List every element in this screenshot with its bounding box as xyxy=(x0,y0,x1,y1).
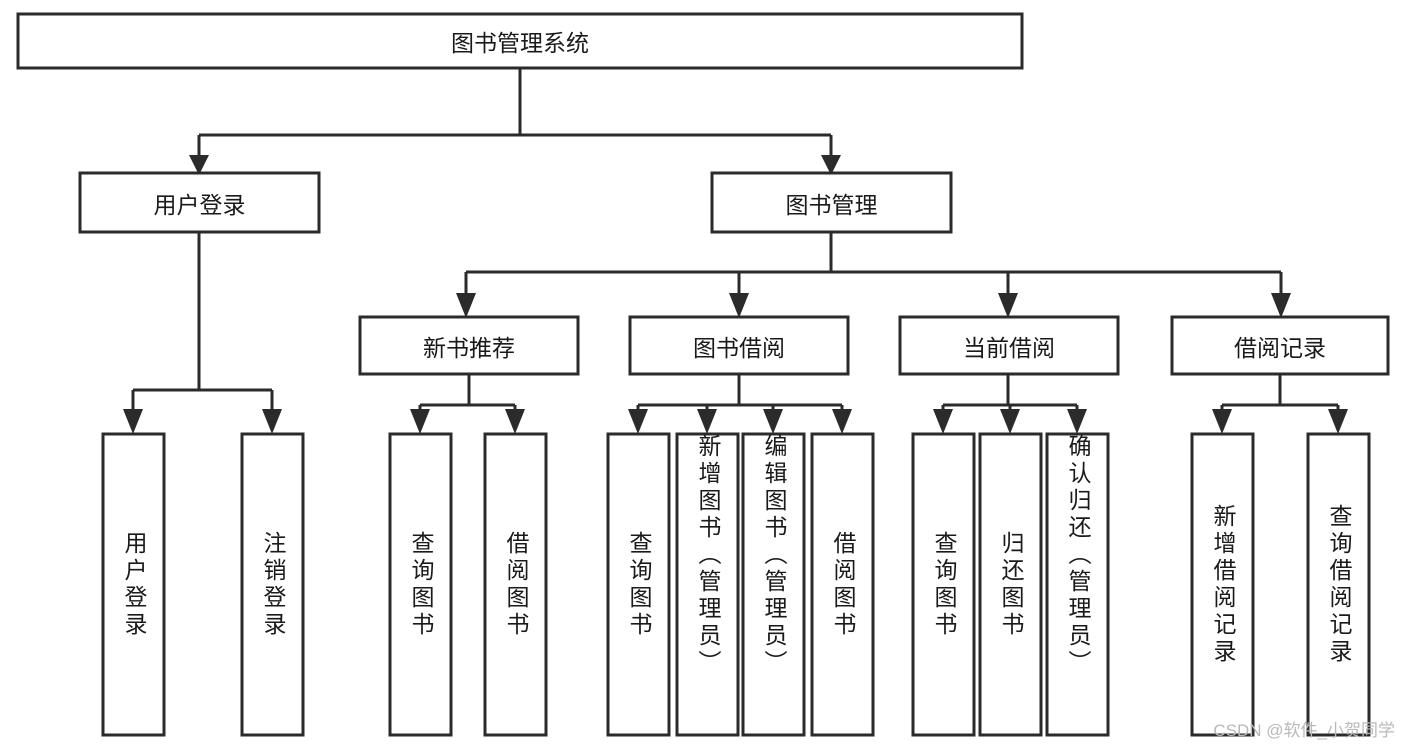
arrow-to-book-borrow xyxy=(729,293,749,318)
arrow-leaf-borrowrecord-1 xyxy=(1212,409,1232,434)
arrow-leaf-bookborrow-1 xyxy=(628,409,648,434)
node-box-leaf-borrow-record-2[interactable] xyxy=(1306,432,1371,737)
node-box-root[interactable] xyxy=(16,12,1024,70)
node-box-leaf-new-book-2[interactable] xyxy=(483,432,548,737)
node-box-leaf-book-borrow-3[interactable] xyxy=(741,432,806,737)
arrow-leaf-currentborrow-2 xyxy=(1000,409,1020,434)
arrow-to-book-mgmt xyxy=(821,155,841,175)
node-box-leaf-book-borrow-1[interactable] xyxy=(606,432,671,737)
arrow-leaf-newbook-1 xyxy=(410,409,430,434)
node-box-book-borrow[interactable] xyxy=(628,315,850,376)
node-box-leaf-borrow-record-1[interactable] xyxy=(1190,432,1255,737)
node-box-leaf-current-borrow-2[interactable] xyxy=(978,432,1043,737)
arrow-leaf-bookborrow-3 xyxy=(763,409,783,434)
node-box-leaf-book-borrow-2[interactable] xyxy=(675,432,740,737)
node-box-borrow-record[interactable] xyxy=(1170,315,1390,376)
arrow-to-current-borrow xyxy=(998,293,1018,318)
node-box-book-management[interactable] xyxy=(710,171,953,234)
arrow-leaf-user-login-2 xyxy=(262,409,282,434)
node-box-leaf-current-borrow-3[interactable] xyxy=(1045,432,1110,737)
node-box-leaf-user-login-2[interactable] xyxy=(240,432,305,737)
node-box-leaf-user-login-1[interactable] xyxy=(101,432,166,737)
arrow-leaf-borrowrecord-2 xyxy=(1328,409,1348,434)
arrow-leaf-currentborrow-1 xyxy=(933,409,953,434)
node-box-leaf-book-borrow-4[interactable] xyxy=(810,432,875,737)
arrow-leaf-user-login-1 xyxy=(123,409,143,434)
arrow-to-borrow-record xyxy=(1271,293,1291,318)
node-box-new-book-recommend[interactable] xyxy=(358,315,580,376)
arrow-to-new-book xyxy=(456,293,476,318)
watermark: CSDN @软件_小贺同学 xyxy=(1213,721,1395,740)
arrow-leaf-bookborrow-4 xyxy=(832,409,852,434)
connector-layer xyxy=(123,68,1348,434)
node-box-leaf-new-book-1[interactable] xyxy=(388,432,453,737)
node-box-leaf-current-borrow-1[interactable] xyxy=(911,432,976,737)
node-layer xyxy=(16,12,1390,737)
node-box-user-login[interactable] xyxy=(78,171,321,234)
arrow-leaf-bookborrow-2 xyxy=(697,409,717,434)
arrow-to-user-login xyxy=(189,155,209,175)
arrow-leaf-currentborrow-3 xyxy=(1067,409,1087,434)
node-box-current-borrow[interactable] xyxy=(898,315,1120,376)
arrow-leaf-newbook-2 xyxy=(505,409,525,434)
